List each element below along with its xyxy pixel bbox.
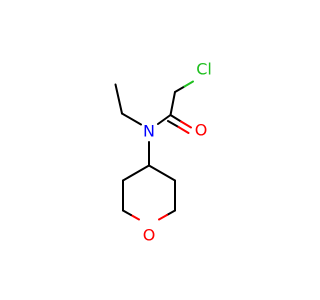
nitrogen-atom-label: N: [143, 122, 155, 141]
chemical-structure: Cl O N O: [114, 60, 212, 245]
bond-carbonyl-o-2b: [177, 126, 190, 134]
bond-carbonyl-o-1b: [180, 120, 192, 129]
bond-ring-c2-o-b: [158, 214, 168, 221]
bond-ring-c2-o-a: [166, 209, 176, 216]
bond-n-ch2-ethyl: [121, 112, 142, 126]
bond-carbonyl-ch2: [169, 91, 176, 116]
ring-oxygen-label: O: [143, 226, 156, 245]
bond-ring-c5-c4: [122, 164, 150, 182]
chlorine-atom-label: Cl: [196, 60, 212, 79]
bond-carbonyl-o-2a: [167, 120, 180, 128]
bond-ring-o-c6-a: [130, 214, 140, 221]
bond-ring-o-c6-b: [122, 209, 132, 216]
bond-ring-c4-c3: [148, 164, 176, 182]
bond-ch2-cl-a: [174, 85, 186, 93]
bond-carbonyl-n: [157, 114, 172, 125]
bond-carbonyl-o-1a: [169, 114, 182, 123]
bond-ch2-cl-b: [183, 80, 194, 88]
bond-ethyl-ch3: [114, 83, 123, 115]
carbonyl-oxygen-label: O: [195, 121, 208, 140]
